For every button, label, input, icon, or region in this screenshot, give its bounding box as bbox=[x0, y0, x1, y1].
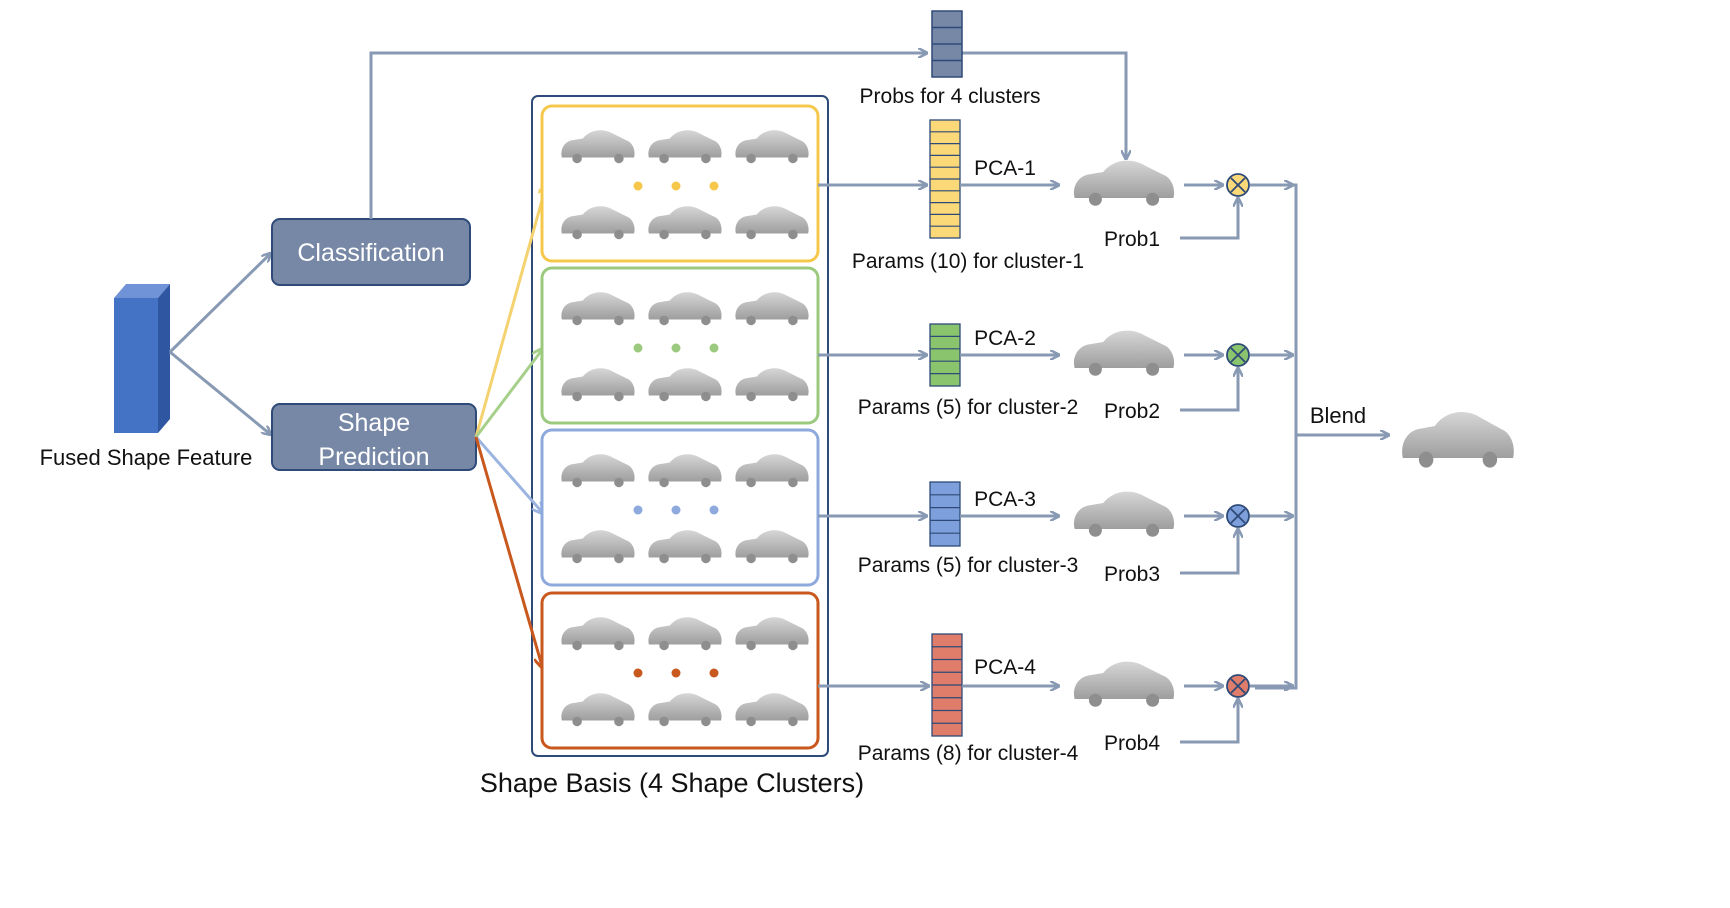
blend-merge-line bbox=[1255, 183, 1298, 690]
blended-car-shape bbox=[1402, 412, 1514, 468]
cluster-4-prob-arrow bbox=[1180, 700, 1238, 744]
arrow-to-shape-prediction bbox=[169, 350, 270, 434]
arrow-to-cluster-2 bbox=[474, 350, 542, 438]
fused-feature-label: Fused Shape Feature bbox=[40, 445, 253, 470]
cluster-4-predicted-shape bbox=[1073, 661, 1175, 707]
cluster-3-params-label: Params (5) for cluster-3 bbox=[858, 554, 1079, 577]
cluster-2-multiply-icon bbox=[1226, 343, 1250, 367]
cluster-2-ellipsis-dot bbox=[709, 343, 719, 353]
cluster-1-ellipsis-dot bbox=[709, 181, 719, 191]
arrow-to-cluster-3 bbox=[474, 436, 542, 512]
cluster-1-prob-label: Prob1 bbox=[1104, 228, 1160, 251]
arrow-to-cluster-1 bbox=[474, 186, 546, 438]
cluster-4-ellipsis-dot bbox=[633, 668, 643, 678]
cluster-3-ellipsis-dot bbox=[633, 505, 643, 515]
probs-label: Probs for 4 clusters bbox=[860, 85, 1041, 108]
fused-feature-block bbox=[114, 284, 170, 433]
cluster-2-pca-label: PCA-2 bbox=[974, 327, 1036, 350]
cluster-3-prob-label: Prob3 bbox=[1104, 563, 1160, 586]
cluster-4-ellipsis-dot bbox=[709, 668, 719, 678]
cluster-4-prob-label: Prob4 bbox=[1104, 732, 1160, 755]
classification-label: Classification bbox=[297, 239, 444, 267]
arrow-probs-to-prob-path bbox=[962, 51, 1126, 158]
cluster-2-ellipsis-dot bbox=[671, 343, 681, 353]
cluster-1-multiply-icon bbox=[1226, 173, 1250, 197]
shape-basis-caption: Shape Basis (4 Shape Clusters) bbox=[480, 768, 864, 798]
cluster-2-prob-label: Prob2 bbox=[1104, 400, 1160, 423]
cluster-1-params-vector bbox=[929, 119, 961, 239]
cluster-4-pca-label: PCA-4 bbox=[974, 656, 1036, 679]
arrow-to-cluster-4 bbox=[474, 436, 542, 666]
cluster-4-panel bbox=[540, 591, 820, 750]
cluster-2-panel bbox=[540, 266, 820, 425]
cluster-3-ellipsis-dot bbox=[671, 505, 681, 515]
cluster-3-params-vector bbox=[929, 481, 961, 547]
cluster-1-prob-arrow bbox=[1180, 199, 1238, 240]
cluster-3-ellipsis-dot bbox=[709, 505, 719, 515]
arrow-to-probs bbox=[369, 53, 926, 219]
cluster-3-panel bbox=[540, 428, 820, 587]
cluster-2-predicted-shape bbox=[1073, 330, 1175, 376]
probs-vector bbox=[931, 10, 963, 78]
cluster-1-pca-label: PCA-1 bbox=[974, 157, 1036, 180]
cluster-3-predicted-shape bbox=[1073, 491, 1175, 537]
cluster-2-params-label: Params (5) for cluster-2 bbox=[858, 396, 1079, 419]
shape-prediction-label-2: Prediction bbox=[318, 443, 429, 471]
cluster-1-ellipsis-dot bbox=[671, 181, 681, 191]
cluster-4-params-vector bbox=[931, 633, 963, 737]
cluster-2-params-vector bbox=[929, 323, 961, 387]
cluster-3-pca-label: PCA-3 bbox=[974, 488, 1036, 511]
blend-label: Blend bbox=[1310, 403, 1366, 428]
cluster-1-params-label: Params (10) for cluster-1 bbox=[852, 250, 1084, 273]
shape-basis-frame bbox=[531, 95, 829, 757]
cluster-1-predicted-shape bbox=[1073, 160, 1175, 206]
cluster-2-ellipsis-dot bbox=[633, 343, 643, 353]
cluster-1-ellipsis-dot bbox=[633, 181, 643, 191]
cluster-4-params-label: Params (8) for cluster-4 bbox=[858, 742, 1079, 765]
arrow-to-classification bbox=[168, 254, 270, 354]
cluster-3-multiply-icon bbox=[1226, 504, 1250, 528]
shape-prediction-label-1: Shape bbox=[338, 409, 410, 437]
cluster-4-multiply-icon bbox=[1226, 674, 1250, 698]
cluster-1-panel bbox=[540, 104, 820, 263]
cluster-3-prob-arrow bbox=[1180, 530, 1238, 575]
cluster-2-prob-arrow bbox=[1180, 369, 1238, 412]
cluster-4-ellipsis-dot bbox=[671, 668, 681, 678]
